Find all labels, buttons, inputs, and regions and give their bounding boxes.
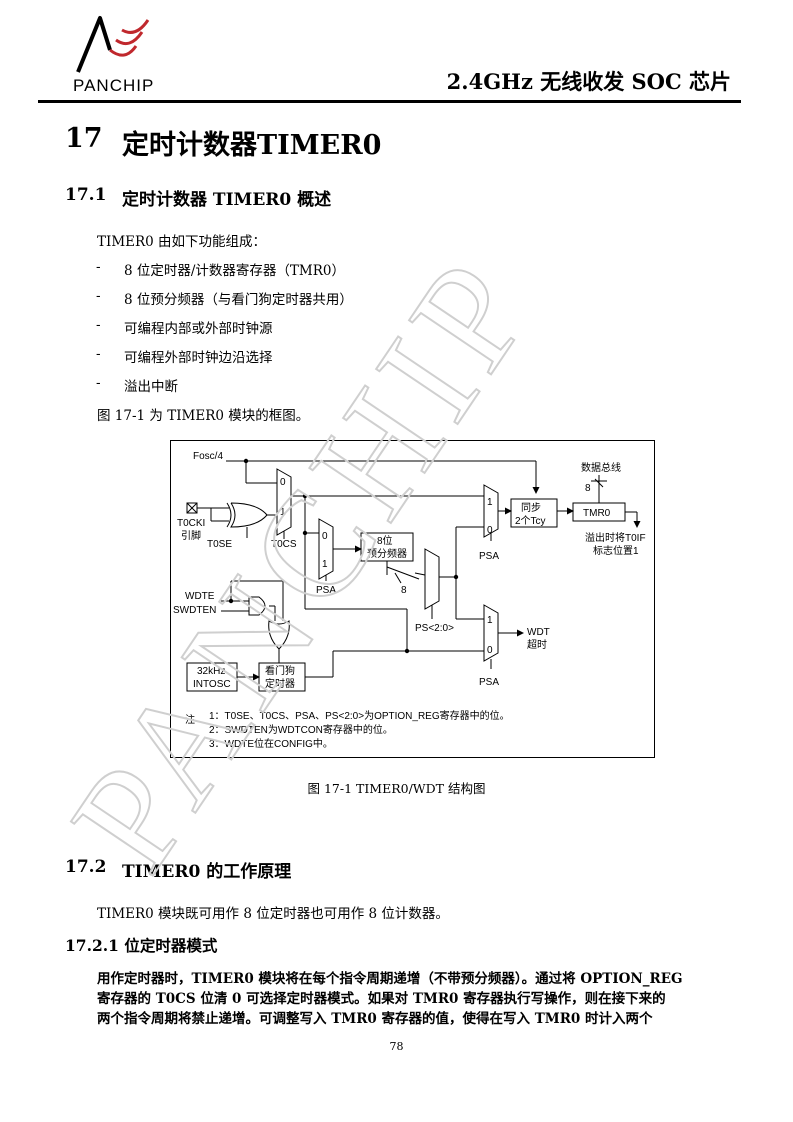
bullet-mark: - bbox=[96, 288, 101, 304]
label-psa: PSA bbox=[479, 551, 499, 562]
timer0-block-diagram: Fosc/4 T0CKI 引脚 T0SE T0CS 0 1 0 1 PSA 8位… bbox=[170, 440, 655, 758]
label-swdten: SWDTEN bbox=[173, 605, 216, 616]
label-mux1: 1 bbox=[280, 507, 286, 518]
header-divider bbox=[38, 100, 741, 103]
notes-label: 注 bbox=[185, 713, 195, 726]
label-fosc: Fosc/4 bbox=[193, 451, 223, 462]
label-databus: 数据总线 bbox=[581, 461, 621, 474]
label-sync-line2: 2个Tcy bbox=[515, 515, 546, 527]
note-3: 3：WDTE位在CONFIG中。 bbox=[209, 737, 333, 750]
label-mux0: 0 bbox=[322, 531, 328, 542]
label-mux0: 0 bbox=[280, 477, 286, 488]
label-prescaler-line2: 预分频器 bbox=[367, 547, 407, 560]
label-tmr0: TMR0 bbox=[583, 508, 611, 519]
bullet-mark: - bbox=[96, 375, 101, 391]
label-psa: PSA bbox=[479, 677, 499, 688]
section-2-title: TIMER0 的工作原理 bbox=[122, 862, 292, 882]
bullet-mark: - bbox=[96, 346, 101, 362]
label-prescaler-line1: 8位 bbox=[377, 534, 393, 547]
section-1-intro: TIMER0 由如下功能组成： bbox=[97, 234, 267, 250]
label-t0cki: T0CKI bbox=[177, 518, 205, 529]
bullet-item: 8 位预分频器（与看门狗定时器共用） bbox=[124, 292, 353, 308]
label-mux0: 0 bbox=[487, 645, 493, 656]
label-wdt-line1: 看门狗 bbox=[265, 664, 295, 677]
figure-caption: 图 17-1 TIMER0/WDT 结构图 bbox=[307, 781, 486, 796]
label-sync-line1: 同步 bbox=[521, 502, 541, 514]
label-overflow-line2: 标志位置1 bbox=[593, 544, 639, 557]
note-1: 1：T0SE、T0CS、PSA、PS<2:0>为OPTION_REG寄存器中的位… bbox=[209, 709, 510, 722]
block-diagram-svg: Fosc/4 T0CKI 引脚 T0SE T0CS 0 1 0 1 PSA 8位… bbox=[173, 451, 646, 750]
label-overflow-line1: 溢出时将T0IF bbox=[585, 531, 646, 544]
section-1-title: 定时计数器 TIMER0 概述 bbox=[122, 190, 332, 210]
bullet-item: 可编程内部或外部时钟源 bbox=[124, 321, 273, 337]
bullet-item: 溢出中断 bbox=[124, 379, 178, 395]
section-1-number: 17.1 bbox=[65, 185, 107, 205]
label-osc-line2: INTOSC bbox=[193, 679, 231, 690]
logo-text: PANCHIP bbox=[73, 76, 155, 95]
section-2-number: 17.2 bbox=[65, 857, 107, 877]
label-wdt-out-line1: WDT bbox=[527, 627, 550, 638]
label-eight: 8 bbox=[401, 585, 407, 596]
label-mux0: 0 bbox=[487, 525, 493, 536]
bullet-item: 可编程外部时钟边沿选择 bbox=[124, 350, 273, 366]
chapter-number: 17 bbox=[65, 123, 103, 154]
paragraph-line: 寄存器的 T0CS 位清 0 可选择定时器模式。如果对 TMR0 寄存器执行写操… bbox=[97, 991, 666, 1007]
label-t0cs: T0CS bbox=[271, 539, 297, 550]
label-wdt-out-line2: 超时 bbox=[527, 638, 547, 651]
section-2-1-title: 17.2.1 位定时器模式 bbox=[65, 936, 218, 955]
note-2: 2：SWDTEN为WDTCON寄存器中的位。 bbox=[209, 723, 393, 736]
panchip-logo bbox=[76, 16, 150, 73]
bullet-mark: - bbox=[96, 317, 101, 333]
paragraph-line: 两个指令周期将禁止递增。可调整写入 TMR0 寄存器的值，使得在写入 TMR0 … bbox=[97, 1011, 653, 1027]
label-wdt-line2: 定时器 bbox=[265, 677, 295, 690]
header-title: 2.4GHz 无线收发 SOC 芯片 bbox=[446, 69, 731, 94]
figure-reference: 图 17-1 为 TIMER0 模块的框图。 bbox=[97, 408, 310, 424]
paragraph-line: 用作定时器时，TIMER0 模块将在每个指令周期递增（不带预分频器）。通过将 O… bbox=[97, 971, 683, 987]
bullet-item: 8 位定时器/计数器寄存器（TMR0） bbox=[124, 263, 346, 279]
section-2-text: TIMER0 模块既可用作 8 位定时器也可用作 8 位计数器。 bbox=[97, 906, 449, 922]
chapter-title: 定时计数器TIMER0 bbox=[122, 130, 382, 161]
label-wdte: WDTE bbox=[185, 591, 215, 602]
page-number: 78 bbox=[389, 1040, 404, 1053]
label-mux1: 1 bbox=[322, 559, 328, 570]
label-psa: PSA bbox=[316, 585, 336, 596]
label-mux1: 1 bbox=[487, 497, 493, 508]
label-pin: 引脚 bbox=[181, 529, 201, 542]
label-t0se: T0SE bbox=[207, 539, 232, 550]
label-osc-line1: 32kHz bbox=[197, 666, 225, 677]
label-mux1: 1 bbox=[487, 615, 493, 626]
label-bus-width: 8 bbox=[585, 483, 591, 494]
bullet-mark: - bbox=[96, 259, 101, 275]
label-ps: PS<2:0> bbox=[415, 623, 454, 634]
